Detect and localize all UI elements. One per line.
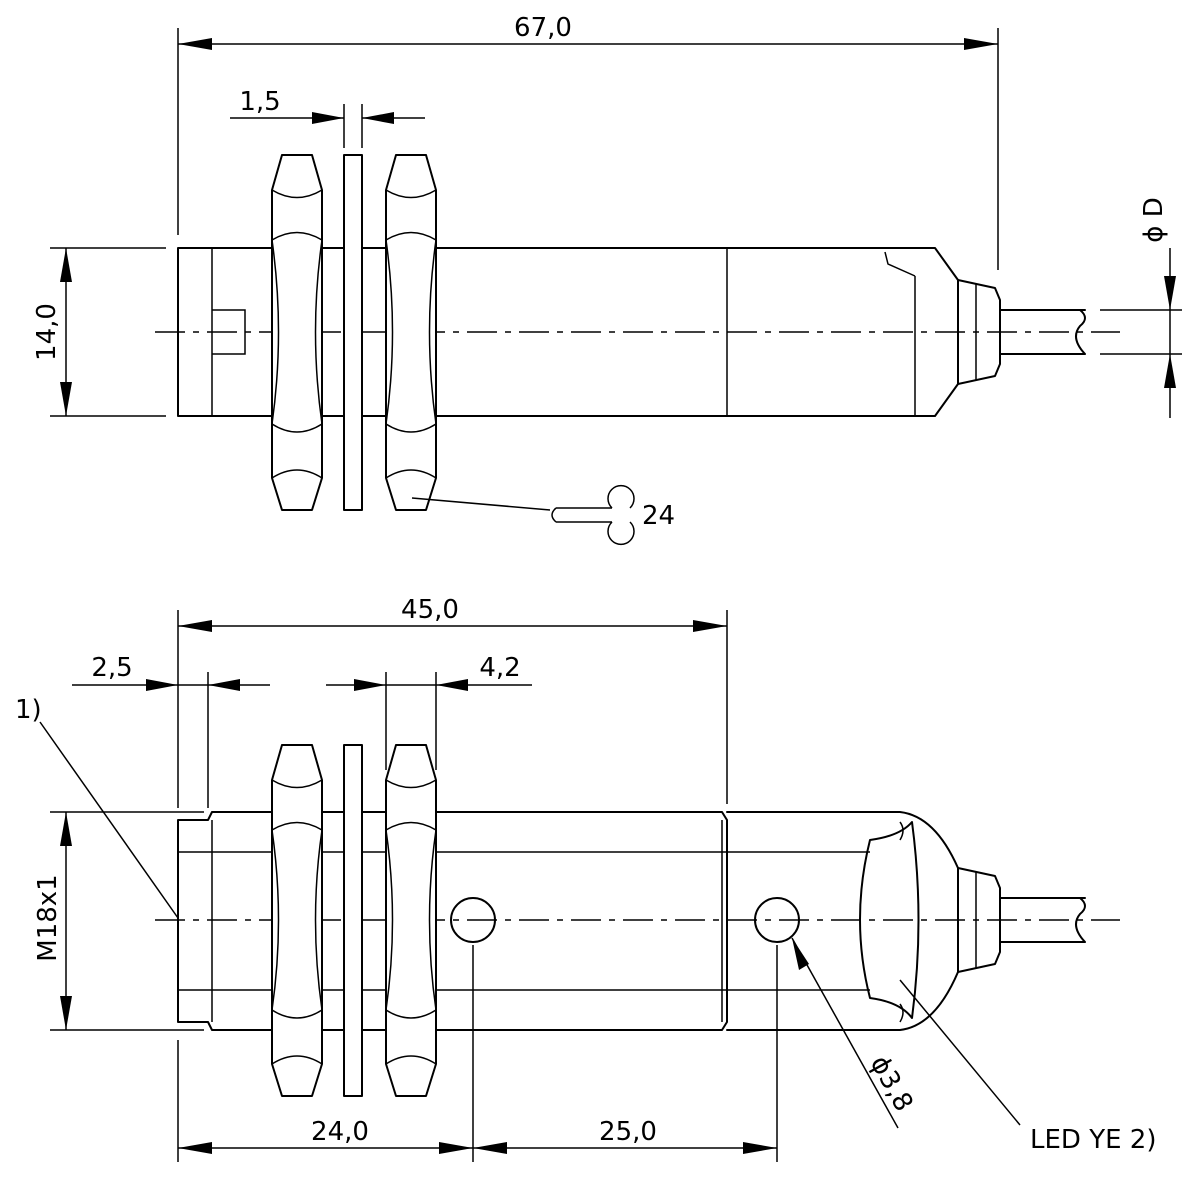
dim-body-height: 14,0 [32,303,62,361]
bottom-connector-flange [957,867,1001,973]
dim-thread-offset: 2,5 [91,653,132,683]
bottom-washer [343,744,363,1097]
dim-hole-distance-2: 25,0 [599,1117,657,1147]
top-view: 67,0 1,5 14,0 ϕ D 24 [32,13,1182,546]
dim-cable-diameter: ϕ D [1139,197,1169,242]
note-1-leader [39,721,179,919]
bottom-view: 45,0 2,5 4,2 M18x1 1) 24,0 25,0 [15,595,1156,1162]
top-washer [343,154,363,511]
top-connector-flange [957,279,1001,385]
mounting-hole-1 [450,897,496,943]
bottom-nut-2 [385,744,437,1097]
led-leader [899,979,1021,1126]
top-cable [999,309,1086,355]
top-front-tab [212,309,246,355]
bottom-rear-housing [726,811,959,1031]
dim-washer-thickness: 1,5 [239,87,280,117]
led-label: LED YE 2) [1030,1125,1156,1155]
bottom-thread-body [177,811,728,1031]
top-nut-2 [385,154,437,511]
dim-hole-distance-1: 24,0 [311,1117,369,1147]
led-lens [859,821,920,1019]
note-1-label: 1) [15,695,42,725]
dim-thread-size: M18x1 [33,874,63,961]
dim-hole-diameter: ϕ3,8 [864,1051,919,1117]
dim-overall-length: 67,0 [514,13,572,43]
wrench-size-label: 24 [642,501,675,531]
dim-nut-width: 4,2 [479,653,520,683]
dim-thread-length: 45,0 [401,595,459,625]
top-nut-1 [271,154,323,511]
mounting-hole-2 [754,897,800,943]
wrench-icon [551,484,635,546]
bottom-cable [999,897,1086,943]
bottom-nut-1 [271,744,323,1097]
hole-diameter-leader [791,937,899,1129]
